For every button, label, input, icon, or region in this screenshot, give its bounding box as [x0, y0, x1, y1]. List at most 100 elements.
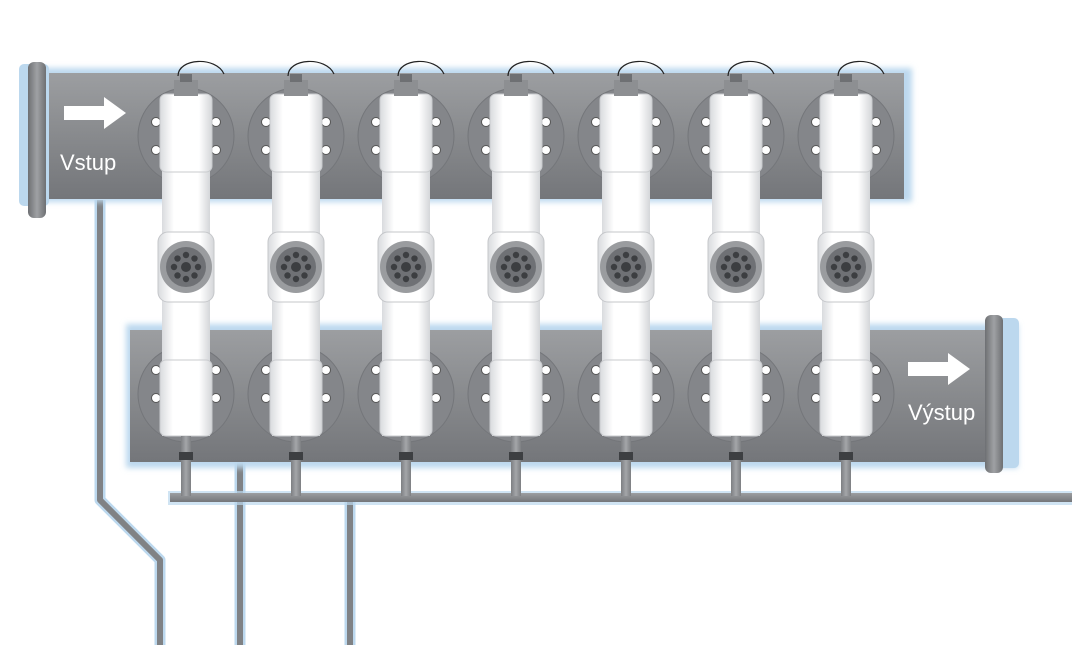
gauge-dot — [842, 251, 850, 259]
bolt — [481, 145, 491, 155]
bolt — [871, 117, 881, 127]
top-block — [599, 93, 653, 173]
drain-valve — [839, 452, 853, 460]
gauge-dot — [304, 263, 312, 271]
gauge-dot — [614, 272, 621, 279]
bolt — [871, 365, 881, 375]
drain-valve — [509, 452, 523, 460]
gauge-center — [511, 262, 521, 272]
top-connector — [614, 80, 638, 96]
bolt — [871, 393, 881, 403]
inlet-marker: Vstup — [60, 97, 126, 175]
top-connector-cap — [180, 74, 192, 82]
drain-stub — [731, 436, 741, 496]
drain-stub — [511, 436, 521, 496]
gauge-dot — [614, 255, 621, 262]
top-connector — [724, 80, 748, 96]
gauge-dot — [292, 275, 300, 283]
cable — [287, 60, 335, 77]
drain-stub — [181, 436, 191, 496]
bolt — [761, 393, 771, 403]
cable — [177, 60, 225, 77]
top-connector — [284, 80, 308, 96]
bottom-block — [379, 359, 433, 437]
filter-module — [247, 60, 345, 496]
bolt — [811, 365, 821, 375]
bolt — [151, 117, 161, 127]
gauge-dot — [394, 255, 401, 262]
top-block — [819, 93, 873, 173]
gauge-dot — [851, 272, 858, 279]
bolt — [701, 365, 711, 375]
filter-modules — [137, 60, 895, 496]
gauge-dot — [411, 272, 418, 279]
gauge-dot — [191, 255, 198, 262]
bolt — [371, 393, 381, 403]
bolt — [371, 145, 381, 155]
gauge-dot — [732, 275, 740, 283]
gauge-dot — [854, 263, 862, 271]
cable — [397, 60, 445, 77]
cable — [507, 60, 555, 77]
gauge-dot — [834, 272, 841, 279]
top-connector — [834, 80, 858, 96]
bolt — [761, 145, 771, 155]
top-connector-cap — [400, 74, 412, 82]
gauge-dot — [194, 263, 202, 271]
bolt — [541, 117, 551, 127]
filter-module — [357, 60, 455, 496]
gauge-dot — [741, 255, 748, 262]
bolt — [541, 365, 551, 375]
bolt — [481, 365, 491, 375]
drain-stub — [621, 436, 631, 496]
bolt — [321, 365, 331, 375]
bolt — [151, 393, 161, 403]
filter-module — [137, 60, 235, 496]
gauge-center — [401, 262, 411, 272]
bottom-block — [709, 359, 763, 437]
bolt — [261, 117, 271, 127]
drain-valve — [729, 452, 743, 460]
bottom-block — [269, 359, 323, 437]
bolt — [761, 365, 771, 375]
gauge-dot — [512, 251, 520, 259]
gauge-dot — [411, 255, 418, 262]
top-connector-cap — [840, 74, 852, 82]
gauge-dot — [280, 263, 288, 271]
gauge-dot — [301, 272, 308, 279]
bolt — [151, 365, 161, 375]
gauge-dot — [414, 263, 422, 271]
gauge-center — [181, 262, 191, 272]
bolt — [431, 393, 441, 403]
gauge-dot — [622, 275, 630, 283]
gauge-dot — [622, 251, 630, 259]
bottom-block — [599, 359, 653, 437]
bolt — [431, 117, 441, 127]
gauge-dot — [182, 251, 190, 259]
bolt — [701, 145, 711, 155]
bolt — [481, 117, 491, 127]
bolt — [591, 145, 601, 155]
gauge-dot — [174, 255, 181, 262]
top-connector-cap — [290, 74, 302, 82]
top-connector-cap — [620, 74, 632, 82]
bolt — [541, 393, 551, 403]
bolt — [321, 393, 331, 403]
bolt — [651, 365, 661, 375]
bolt — [591, 117, 601, 127]
top-connector — [504, 80, 528, 96]
gauge-dot — [741, 272, 748, 279]
bolt — [651, 393, 661, 403]
gauge-dot — [521, 272, 528, 279]
bolt — [431, 365, 441, 375]
bolt — [211, 393, 221, 403]
gauge-dot — [631, 272, 638, 279]
bolt — [371, 365, 381, 375]
gauge-dot — [402, 251, 410, 259]
right-arrow-icon — [908, 353, 970, 385]
top-block — [379, 93, 433, 173]
bolt — [371, 117, 381, 127]
drain-stub — [841, 436, 851, 496]
filter-module — [467, 60, 565, 496]
